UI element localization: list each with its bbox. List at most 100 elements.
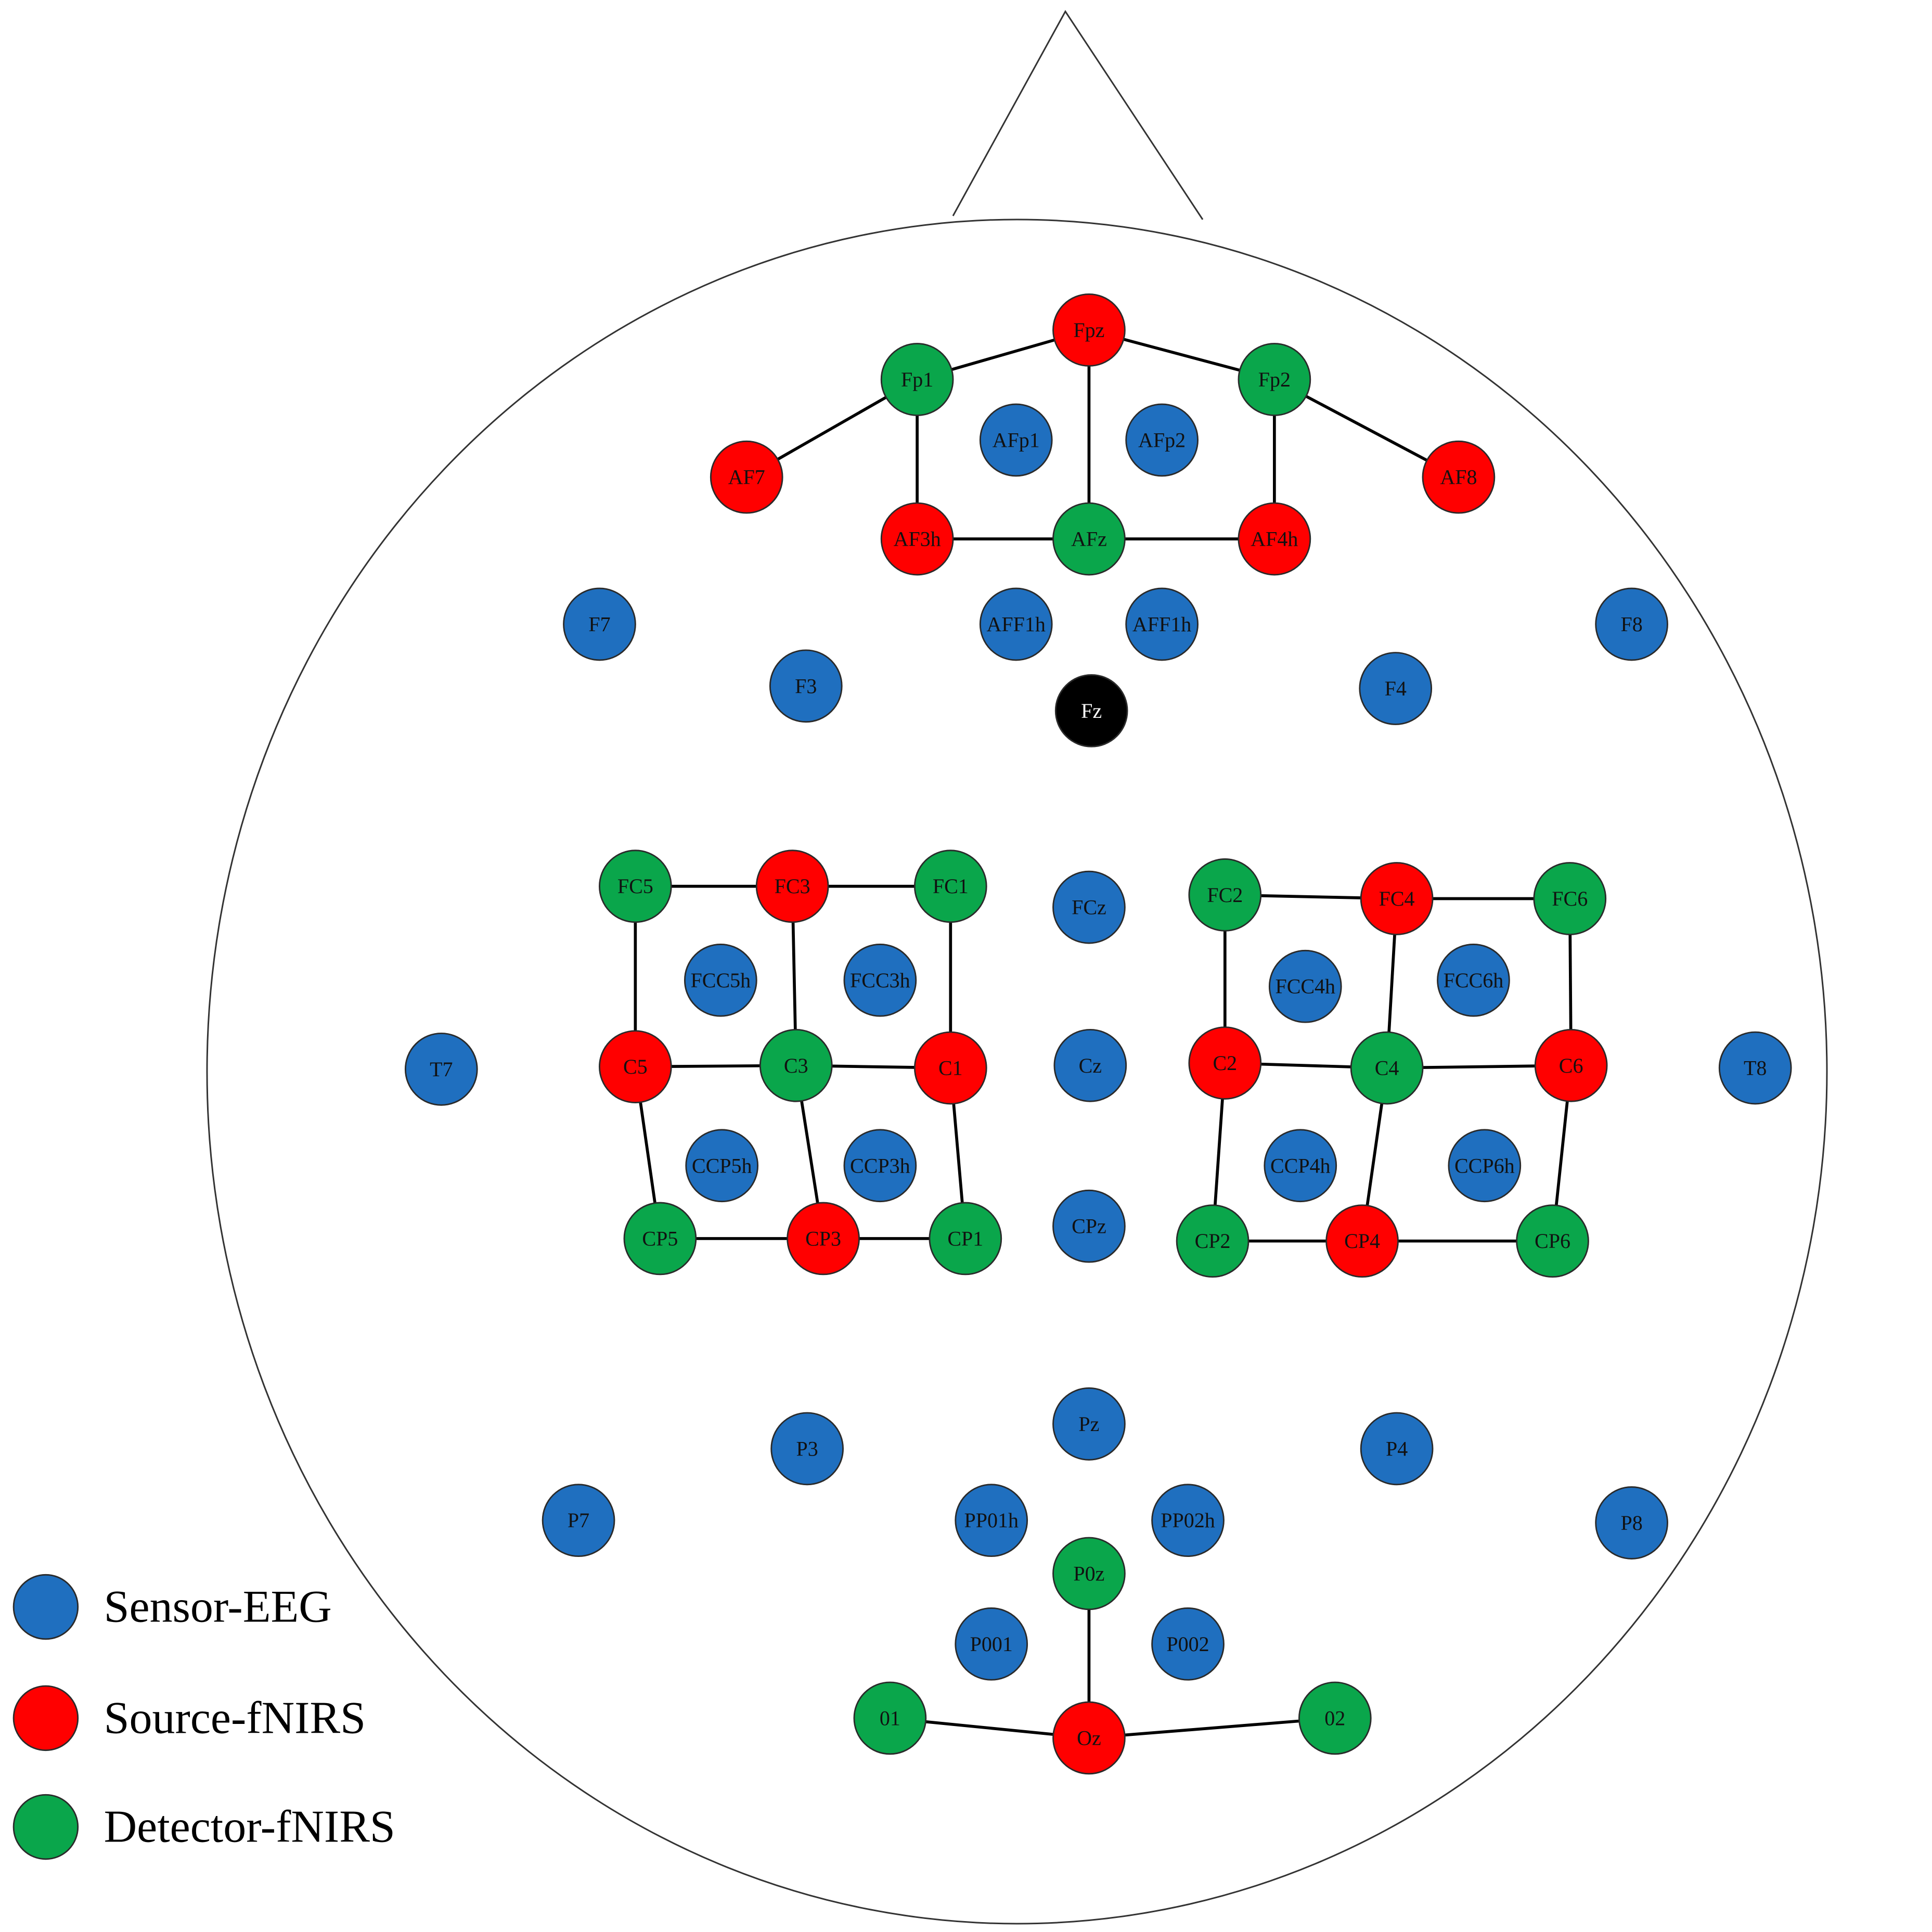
nose-outline [952, 10, 1204, 220]
electrode-label: AF8 [1440, 466, 1477, 489]
electrode-cp2: CP2 [1176, 1204, 1250, 1278]
electrode-label: Cz [1079, 1054, 1102, 1077]
electrode-marker [1151, 1484, 1225, 1557]
electrode-ccp3h: CCP3h [843, 1129, 917, 1203]
electrode-ccp6h: CCP6h [1448, 1129, 1522, 1203]
electrode-label: FCC4h [1275, 975, 1335, 998]
electrode-af8: AF8 [1422, 440, 1496, 514]
electrode-marker [1052, 1537, 1126, 1611]
electrode-label: CP1 [947, 1227, 983, 1250]
electrode-marker [1298, 1681, 1372, 1755]
electrode-pz: Pz [1052, 1387, 1126, 1461]
electrode-marker [623, 1202, 697, 1276]
electrode-marker [955, 1607, 1028, 1681]
electrode-marker [599, 849, 672, 923]
electrode-label: Pz [1078, 1412, 1099, 1436]
electrode-p002: P002 [1151, 1607, 1225, 1681]
electrode-label: 02 [1324, 1706, 1345, 1730]
electrode-marker [1125, 587, 1199, 661]
electrode-marker [1238, 502, 1311, 576]
electrode-fcc4h: FCC4h [1268, 949, 1342, 1023]
electrode-fpz: Fpz [1052, 293, 1126, 367]
electrode-p4: P4 [1360, 1412, 1434, 1486]
electrode-label: FCC3h [850, 969, 910, 992]
electrode-fc4: FC4 [1360, 862, 1434, 935]
electrode-fp2: Fp2 [1238, 343, 1311, 416]
electrode-marker [755, 849, 829, 923]
legend-item-sensor-eeg: Sensor-EEG [12, 1574, 332, 1640]
electrode-label: FCC5h [691, 969, 751, 992]
electrode-label: Fz [1081, 699, 1102, 723]
electrode-marker [1052, 870, 1126, 944]
electrode-marker [563, 587, 636, 661]
electrode-cp6: CP6 [1516, 1204, 1589, 1278]
electrode-cp3: CP3 [787, 1202, 860, 1276]
electrode-marker [1052, 1701, 1126, 1775]
electrode-label: AFF1h [987, 612, 1046, 636]
electrode-marker [1350, 1031, 1424, 1105]
electrode-label: CCP5h [692, 1154, 752, 1177]
electrode-marker [542, 1484, 615, 1557]
electrode-marker [955, 1484, 1028, 1557]
electrode-fcz: FCz [1052, 870, 1126, 944]
electrode-marker [1718, 1031, 1792, 1105]
electrode-label: FC2 [1207, 883, 1243, 907]
electrode-marker [404, 1033, 478, 1106]
electrode-marker [1437, 943, 1510, 1017]
electrode-marker [787, 1202, 860, 1276]
electrode-01: 01 [853, 1681, 927, 1755]
electrode-marker [1595, 1486, 1668, 1560]
electrode-cz: Cz [1053, 1028, 1127, 1102]
electrode-marker [1188, 858, 1262, 932]
electrode-marker [979, 403, 1053, 477]
electrode-fcc6h: FCC6h [1437, 943, 1510, 1017]
connection-oz-02 [1089, 1717, 1335, 1740]
electrode-label: AF7 [728, 466, 765, 489]
electrode-af4h: AF4h [1238, 502, 1311, 576]
electrode-label: FCz [1072, 896, 1106, 919]
electrode-label: FC6 [1552, 887, 1588, 910]
electrode-label: AFz [1071, 527, 1107, 551]
electrode-label: AFF1h [1132, 612, 1191, 636]
electrode-ccp4h: CCP4h [1264, 1129, 1337, 1203]
electrode-label: FC1 [933, 874, 969, 898]
electrode-p001: P001 [955, 1607, 1028, 1681]
electrode-p7: P7 [542, 1484, 615, 1557]
electrode-label: CP3 [805, 1227, 841, 1250]
electrode-label: CCP6h [1454, 1154, 1515, 1177]
electrode-afp1: AFp1 [979, 403, 1053, 477]
electrode-marker [843, 943, 917, 1017]
electrode-label: F8 [1620, 612, 1642, 636]
electrode-c1: C1 [913, 1031, 987, 1105]
electrode-marker [880, 502, 954, 576]
electrode-c6: C6 [1534, 1028, 1608, 1102]
electrode-label: P0z [1073, 1562, 1104, 1585]
electrode-marker [1052, 1189, 1126, 1263]
electrode-marker [1264, 1129, 1337, 1203]
electrode-label: P002 [1166, 1632, 1209, 1656]
electrode-aff1h-r: AFF1h [1125, 587, 1199, 661]
electrode-marker [853, 1681, 927, 1755]
electrode-marker [880, 343, 954, 416]
electrode-marker [685, 1129, 759, 1203]
electrode-label: PP01h [964, 1509, 1019, 1532]
electrode-marker [1360, 1412, 1434, 1486]
electrode-t8: T8 [1718, 1031, 1792, 1105]
electrode-label: CCP3h [850, 1154, 910, 1177]
electrode-cp5: CP5 [623, 1202, 697, 1276]
electrode-afp2: AFp2 [1125, 403, 1199, 477]
electrode-marker [1534, 1028, 1608, 1102]
electrode-label: CPz [1072, 1215, 1106, 1238]
electrode-label: F7 [588, 612, 610, 636]
electrode-marker [770, 1412, 844, 1486]
electrode-af3h: AF3h [880, 502, 954, 576]
electrode-c4: C4 [1350, 1031, 1424, 1105]
electrode-label: Fp2 [1258, 368, 1291, 391]
electrode-marker [710, 440, 783, 514]
electrode-label: C6 [1559, 1054, 1583, 1077]
electrode-marker [913, 1031, 987, 1105]
legend-label: Source-fNIRS [104, 1693, 366, 1743]
